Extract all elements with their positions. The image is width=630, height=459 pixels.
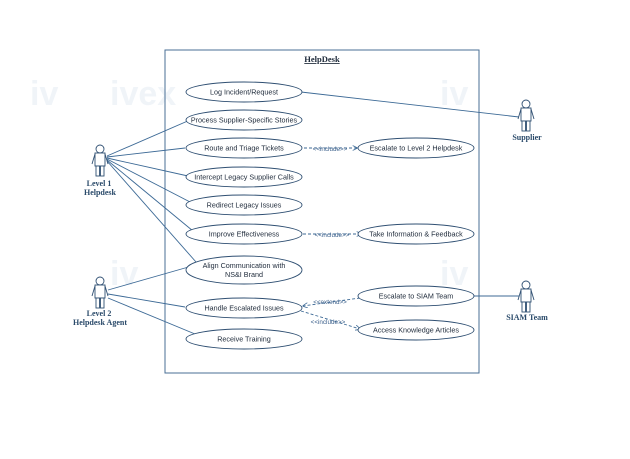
use-case-intercept-calls[interactable]: [185, 166, 303, 188]
use-case-label: Intercept Legacy Supplier Calls: [194, 173, 294, 182]
actor-label-siam: SIAM Team: [506, 313, 548, 322]
actor-supplier-icon[interactable]: [517, 99, 535, 132]
use-case-redirect-issues[interactable]: [185, 194, 303, 216]
use-case-label: Escalate to SIAM Team: [379, 292, 454, 301]
include-label-1: <<include>>: [313, 146, 348, 153]
actor-label-level2: Level 2 Helpdesk Agent: [73, 309, 127, 327]
svg-text:iv: iv: [440, 255, 468, 293]
actor-siam-team-icon[interactable]: [517, 280, 535, 313]
use-case-label: Route and Triage Tickets: [204, 144, 284, 153]
use-case-label: Handle Escalated Issues: [204, 304, 284, 313]
system-title: HelpDesk: [304, 54, 340, 64]
include-label-3: <<include>>: [311, 319, 346, 326]
association-lines: [106, 91, 520, 335]
use-case-label: Access Knowledge Articles: [373, 326, 459, 335]
svg-text:iv: iv: [110, 255, 138, 293]
use-case-label: Process Supplier-Specific Stories: [191, 116, 298, 125]
svg-text:iv: iv: [30, 75, 58, 113]
actor-label-supplier: Supplier: [512, 133, 542, 142]
use-case-access-knowledge[interactable]: [357, 319, 475, 341]
use-case-label: Receive Training: [217, 335, 271, 344]
use-case-label: Log Incident/Request: [210, 88, 278, 97]
svg-text:ivex: ivex: [110, 75, 176, 113]
use-case-label: NS&I Brand: [225, 270, 263, 279]
use-case-label: Improve Effectiveness: [209, 230, 280, 239]
use-case-label: Redirect Legacy Issues: [207, 201, 282, 210]
use-case-escalate-siam[interactable]: [357, 285, 475, 307]
use-case-label: Align Communication with: [203, 261, 286, 270]
use-case-align-communication[interactable]: [185, 255, 303, 285]
actor-level1-helpdesk-icon[interactable]: [91, 144, 109, 177]
include-label-2: <<include>>: [315, 232, 350, 239]
use-case-improve-effectiveness[interactable]: [185, 223, 303, 245]
use-case-label: Escalate to Level 2 Helpdesk: [370, 144, 463, 153]
use-case-route-triage[interactable]: [185, 137, 303, 159]
actor-level2-agent-icon[interactable]: [91, 276, 109, 309]
use-case-escalate-level2[interactable]: [357, 137, 475, 159]
svg-text:iv: iv: [440, 75, 468, 113]
extend-label: <<extend>>: [313, 299, 347, 306]
system-boundary: [164, 49, 480, 374]
use-case-process-supplier[interactable]: [185, 109, 303, 131]
use-case-take-info[interactable]: [357, 223, 475, 245]
use-case-receive-training[interactable]: [185, 328, 303, 350]
use-case-label: Take Information & Feedback: [369, 230, 463, 239]
actor-label-level1: Level 1 Helpdesk: [84, 179, 117, 197]
use-case-handle-escalated[interactable]: [185, 297, 303, 319]
use-case-log-incident[interactable]: [185, 81, 303, 103]
dependency-lines: [299, 148, 361, 329]
